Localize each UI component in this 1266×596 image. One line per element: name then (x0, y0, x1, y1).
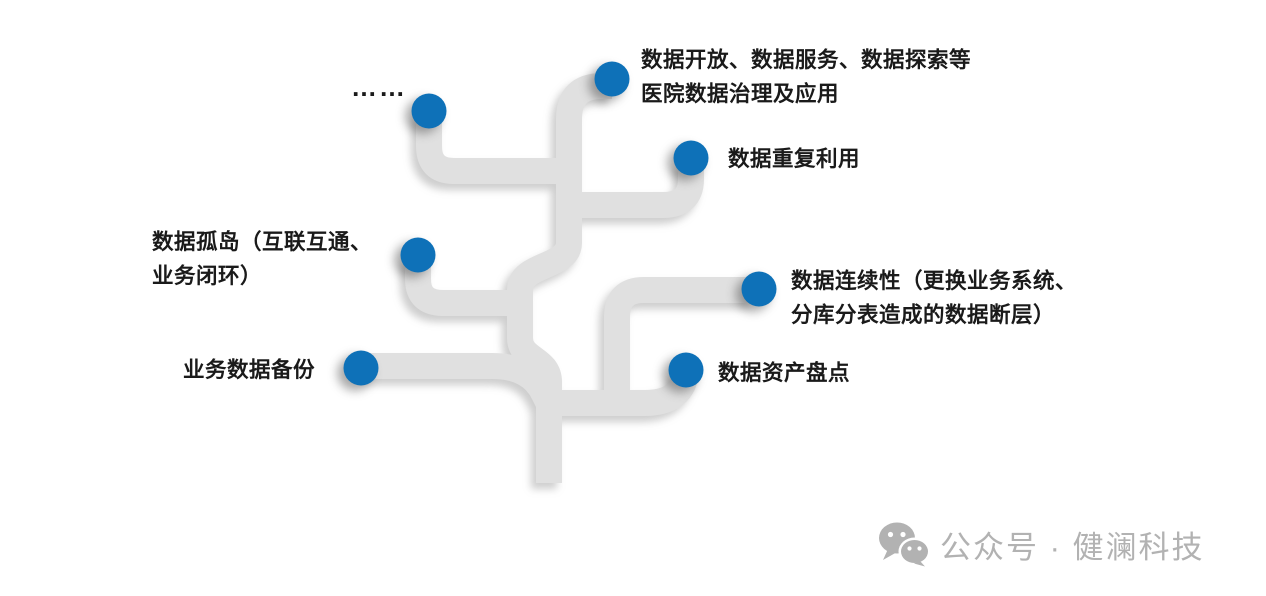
label-ellipsis: …… (351, 72, 407, 102)
label-open-service-line1: 数据开放、数据服务、数据探索等 (641, 48, 972, 72)
branch-trunk (507, 73, 615, 483)
label-island: 数据孤岛（互联互通、 业务闭环） (152, 225, 372, 293)
branch-continuity (604, 277, 753, 402)
tree-nodes (343, 61, 777, 388)
branch-reuse (562, 162, 704, 218)
branch-ellipsis (416, 114, 566, 184)
label-continuity-line1: 数据连续性（更换业务系统、 (791, 269, 1078, 293)
label-island-line1: 数据孤岛（互联互通、 (152, 230, 373, 254)
label-open-service: 数据开放、数据服务、数据探索等 医院数据治理及应用 (641, 43, 971, 111)
node-continuity (741, 271, 777, 307)
node-backup (343, 350, 379, 386)
branch-island (405, 258, 523, 316)
watermark-text: 公众号 · 健澜科技 (940, 529, 1205, 565)
label-continuity-line2: 分库分表造成的数据断层） (791, 303, 1056, 327)
label-continuity: 数据连续性（更换业务系统、 分库分表造成的数据断层） (791, 264, 1077, 332)
label-open-service-line2: 医院数据治理及应用 (641, 82, 840, 106)
label-island-line2: 业务闭环） (152, 264, 263, 288)
wechat-icon (879, 522, 930, 567)
node-ellipsis (411, 93, 447, 129)
watermark: 公众号 · 健澜科技 (878, 521, 1205, 567)
label-backup: 业务数据备份 (183, 358, 316, 382)
branch-backup (366, 353, 561, 410)
label-inventory: 数据资产盘点 (718, 361, 851, 385)
node-island (400, 237, 436, 273)
node-reuse (673, 140, 709, 176)
node-open-service (594, 61, 630, 97)
tree-branches (366, 73, 753, 483)
label-reuse: 数据重复利用 (728, 147, 861, 171)
node-inventory (668, 352, 704, 388)
